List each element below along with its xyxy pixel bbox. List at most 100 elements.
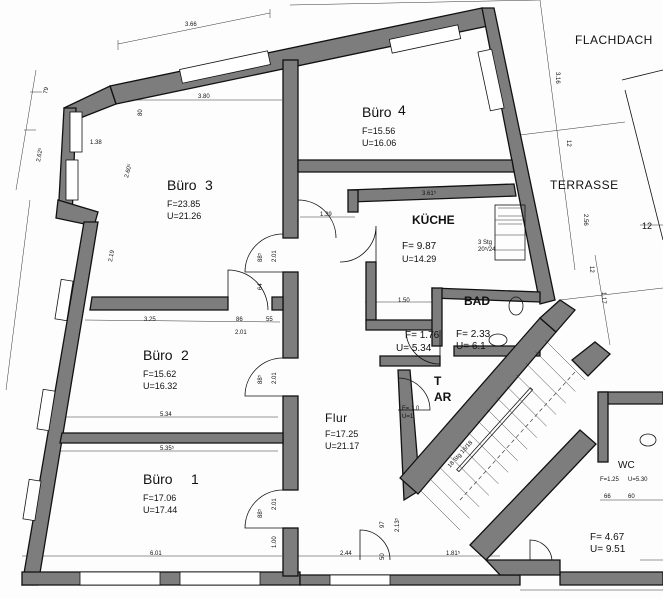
room-name: Büro (143, 471, 173, 487)
dim-117: 1.17 (600, 292, 606, 304)
room-buero-2: Büro 2 F=15.62 U=16.32 (143, 347, 189, 391)
dim-86: 86 (236, 317, 243, 323)
stair-guide-line (459, 371, 576, 501)
room-buero-3: Büro 3 F=23.85 U=21.26 (167, 177, 213, 221)
dim-262: 2.62⁵ (35, 147, 44, 163)
dim-201b: 2.01 (235, 330, 247, 336)
room-area: F=17.06 (143, 493, 176, 503)
dim-80: 80 (138, 109, 144, 116)
dim-534: 5.34 (160, 412, 172, 418)
room-name: BAD (464, 294, 490, 308)
dim-66: 66 (604, 494, 611, 500)
room-name: Büro (143, 347, 173, 363)
stair-tread (419, 489, 461, 531)
dim-50: 50 (380, 553, 386, 560)
stair-tread (506, 385, 547, 427)
room-perimeter: U=21.26 (167, 211, 201, 221)
stair-tread (467, 432, 509, 473)
room-buero-1: Büro 1 F=17.06 U=17.44 (143, 471, 199, 515)
room-number: 2 (181, 347, 189, 363)
room-kueche: KÜCHE F= 9.87 U=14.29 (402, 212, 455, 264)
room-perimeter: U=17.44 (143, 505, 177, 515)
room-number: 4 (398, 102, 406, 118)
room-number: 1 (191, 471, 199, 487)
dim-535: 5.35⁵ (160, 445, 175, 452)
dim-244: 2.44 (340, 551, 352, 557)
dim-60: 60 (628, 494, 635, 500)
dimension-labels: 3.66 3.16 79 2.62⁵ 3.80 1.38 2.60⁵ 80 2.… (35, 22, 652, 560)
dim-150: 1.50 (398, 298, 410, 304)
doors (227, 199, 553, 561)
room-bad: BAD F= 2.33 U= 6.1 (456, 294, 491, 352)
dim-138: 1.38 (90, 140, 102, 146)
walls (21, 7, 663, 586)
label-flachdach: FLACHDACH (575, 33, 653, 47)
room-area: F=1.25 (600, 477, 620, 483)
dim-79: 79 (43, 86, 50, 94)
room-name: Büro (167, 177, 197, 193)
dim-100: 1.00 (272, 536, 278, 548)
room-buero-4: Büro 4 F=15.56 U=16.06 (362, 102, 406, 148)
room-perimeter: U=1 (402, 414, 414, 420)
room-perimeter: U=16.06 (362, 138, 396, 148)
room-area: F= 2.33 (456, 329, 491, 340)
room-area: F= 1.76 (405, 330, 440, 341)
room-name: KÜCHE (412, 212, 455, 227)
dim-201c: 2.01 (272, 372, 278, 384)
stair-tread (487, 409, 528, 450)
room-ar: AR F= 1.0 U=1 (402, 390, 452, 420)
room-area: F= 9.87 (402, 241, 437, 252)
room-perimeter: U=16.32 (143, 381, 177, 391)
dim-260: 2.60⁵ (123, 163, 134, 179)
room-area: F=15.62 (143, 369, 176, 379)
room-name: Büro (362, 104, 392, 120)
dim-88c: 88⁵ (257, 508, 264, 518)
room-small: F= 1.76 U= 5.34 (396, 330, 440, 354)
dim-325: 3.25 (144, 317, 156, 323)
room-area: F=17.25 (325, 429, 358, 439)
dim-213: 2.13⁵ (394, 517, 401, 532)
stair-tread (544, 339, 586, 381)
dim-88b: 88⁵ (257, 374, 264, 384)
room-perimeter: U= 9.51 (590, 544, 626, 555)
fixtures (456, 204, 657, 473)
dim-55: 55 (266, 317, 273, 323)
stair-tread (429, 478, 470, 519)
dim-201d: 2.01 (272, 498, 278, 510)
dim-380: 3.80 (198, 94, 210, 100)
stair-tread (525, 362, 566, 404)
room-number: 3 (205, 177, 213, 193)
room-perimeter: U=5.30 (628, 477, 648, 483)
dim-219: 2.19 (108, 249, 116, 262)
room-area: F= 1.0 (402, 406, 420, 412)
room-perimeter: U= 5.34 (396, 343, 432, 354)
stairs (419, 207, 586, 531)
room-perimeter: U=14.29 (402, 254, 436, 264)
room-wc: WC F=1.25 U=5.30 (600, 460, 648, 483)
room-name: Flur (325, 411, 348, 425)
room-area: F=23.85 (167, 199, 200, 209)
label-terrasse: TERRASSE (550, 178, 619, 192)
room-corner: F= 4.67 U= 9.51 (590, 532, 626, 555)
room-perimeter: U=21.17 (325, 441, 359, 451)
stair-tread (448, 455, 490, 496)
dim-601: 6.01 (150, 551, 162, 557)
dim-361: 3.61⁵ (422, 190, 437, 197)
stair-tread (515, 374, 557, 415)
dim-139: 1.39 (320, 212, 332, 218)
dim-64: 64 (258, 283, 264, 290)
dim-12b: 12 (588, 266, 594, 273)
dim-366: 3.66 (185, 22, 197, 28)
dim-316: 3.16 (554, 72, 560, 84)
dim-12a: 12 (565, 140, 571, 147)
windows (22, 24, 505, 586)
label-ar-t: T (434, 374, 442, 388)
room-flur: Flur F=17.25 U=21.17 (325, 411, 359, 451)
room-name: WC (618, 460, 635, 471)
dim-256: 2.56 (582, 214, 588, 226)
dimension-lines (5, 0, 663, 591)
dim-88a: 88⁵ (257, 252, 264, 262)
